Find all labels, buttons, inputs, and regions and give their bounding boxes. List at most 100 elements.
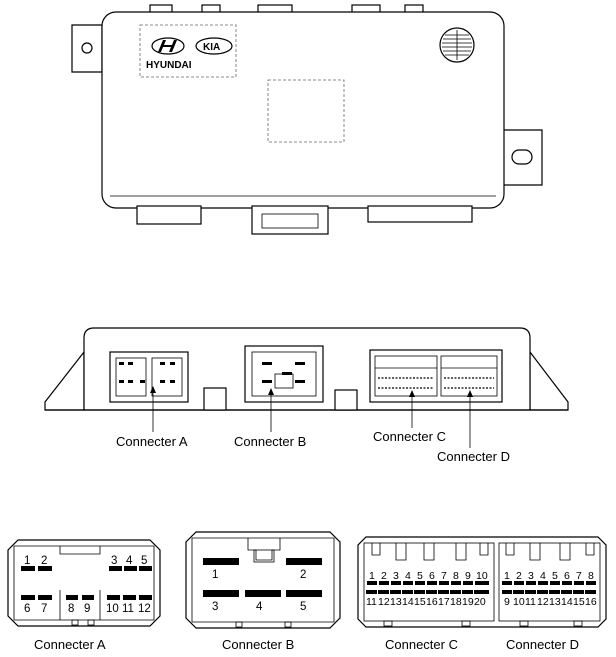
callout-connecter-c: Connecter C [373,429,446,444]
pin-label: 11 [525,596,536,608]
pin-label: 9 [504,596,510,608]
module-top-view: HYUNDAI KIA [71,4,543,235]
pin-label: 5 [141,555,147,567]
pin-b4 [245,590,281,597]
module-side-view [44,327,569,411]
pin-label: 9 [84,603,90,615]
caption-connecter-b: Connecter B [222,637,294,652]
pin-label: 15 [573,596,585,608]
pin-d13 [549,590,560,594]
pin-label: 4 [256,601,263,613]
pin-label: 6 [24,603,30,615]
pin-label: 18 [450,596,462,608]
pin-c1 [367,581,377,585]
vent-grille-icon [439,27,475,63]
pin-label: 5 [417,570,423,582]
pin-c5 [415,581,425,585]
caption-connecter-c: Connecter C [385,637,458,652]
pin-d10 [513,590,524,594]
pin-label: 10 [513,596,525,608]
pin-a10 [107,595,120,600]
mount-slot [511,149,533,165]
pin-label: 1 [504,570,510,582]
pin-a12 [139,595,152,600]
pin-label: 11 [366,596,377,608]
pin-label: 6 [564,570,570,582]
pin-label: 10 [476,570,488,582]
pin-label: 13 [390,596,402,608]
pin-c11 [366,590,377,594]
pin-label: 19 [462,596,474,608]
pin-c4 [403,581,413,585]
callout-connecter-b: Connecter B [234,434,306,449]
pin-c10 [475,581,489,585]
pin-c12 [378,590,389,594]
pin-d8 [586,581,596,585]
pin-d4 [538,581,548,585]
pin-d5 [550,581,560,585]
pin-label: 7 [41,603,47,615]
pin-c17 [438,590,449,594]
pin-label: 2 [381,570,387,582]
pin-a6 [21,595,35,600]
pin-d9 [502,590,512,594]
caption-connecter-d: Connecter D [506,637,579,652]
pin-label: 14 [561,596,573,608]
side-socket-a [109,351,189,403]
pin-label: 1 [369,570,375,582]
pin-c15 [414,590,425,594]
pin-label: 2 [516,570,522,582]
pin-label: 5 [300,601,306,613]
pin-c18 [450,590,461,594]
side-socket-cd [369,349,503,403]
pin-a4 [124,566,137,571]
pin-b2 [286,558,322,565]
pin-label: 3 [111,555,117,567]
hyundai-logo-text: HYUNDAI [146,60,192,71]
pin-label: 8 [453,570,459,582]
pin-c7 [439,581,449,585]
pin-label: 10 [106,603,119,615]
pin-label: 4 [126,555,133,567]
module-housing [101,11,505,209]
pin-label: 8 [588,570,594,582]
pin-c2 [379,581,389,585]
pin-d12 [537,590,548,594]
pin-label: 13 [549,596,561,608]
pin-label: 7 [441,570,447,582]
pin-label: 3 [212,601,218,613]
pin-c9 [463,581,473,585]
pin-d7 [574,581,584,585]
pin-c16 [426,590,437,594]
pin-label: 12 [138,603,151,615]
kia-logo-text: KIA [203,42,220,53]
pin-a8 [66,595,78,600]
pin-d16 [585,590,596,594]
callout-leaders [150,386,473,448]
callout-connecter-d: Connecter D [437,449,510,464]
pin-d3 [526,581,536,585]
pin-label: 8 [68,603,74,615]
pin-d15 [573,590,584,594]
kia-logo-icon [195,37,233,55]
pin-label: 20 [474,596,486,608]
hyundai-logo-icon [151,37,185,55]
caption-connecter-a: Connecter A [34,637,106,652]
pin-label: 9 [465,570,471,582]
connector-a-face: 1 2 3 4 5 6 7 8 9 10 11 12 [7,539,161,627]
pin-a3 [109,566,122,571]
mount-hole [81,42,93,54]
pin-a5 [139,566,152,571]
pin-label: 14 [402,596,414,608]
pin-c14 [402,590,413,594]
pin-label: 3 [393,570,399,582]
pin-d14 [561,590,572,594]
pin-label: 5 [552,570,558,582]
pin-label: 11 [122,603,134,615]
pin-label: 12 [537,596,549,608]
pin-label: 16 [585,596,597,608]
pin-d11 [525,590,536,594]
pin-a9 [82,595,94,600]
pin-label: 2 [41,555,47,567]
